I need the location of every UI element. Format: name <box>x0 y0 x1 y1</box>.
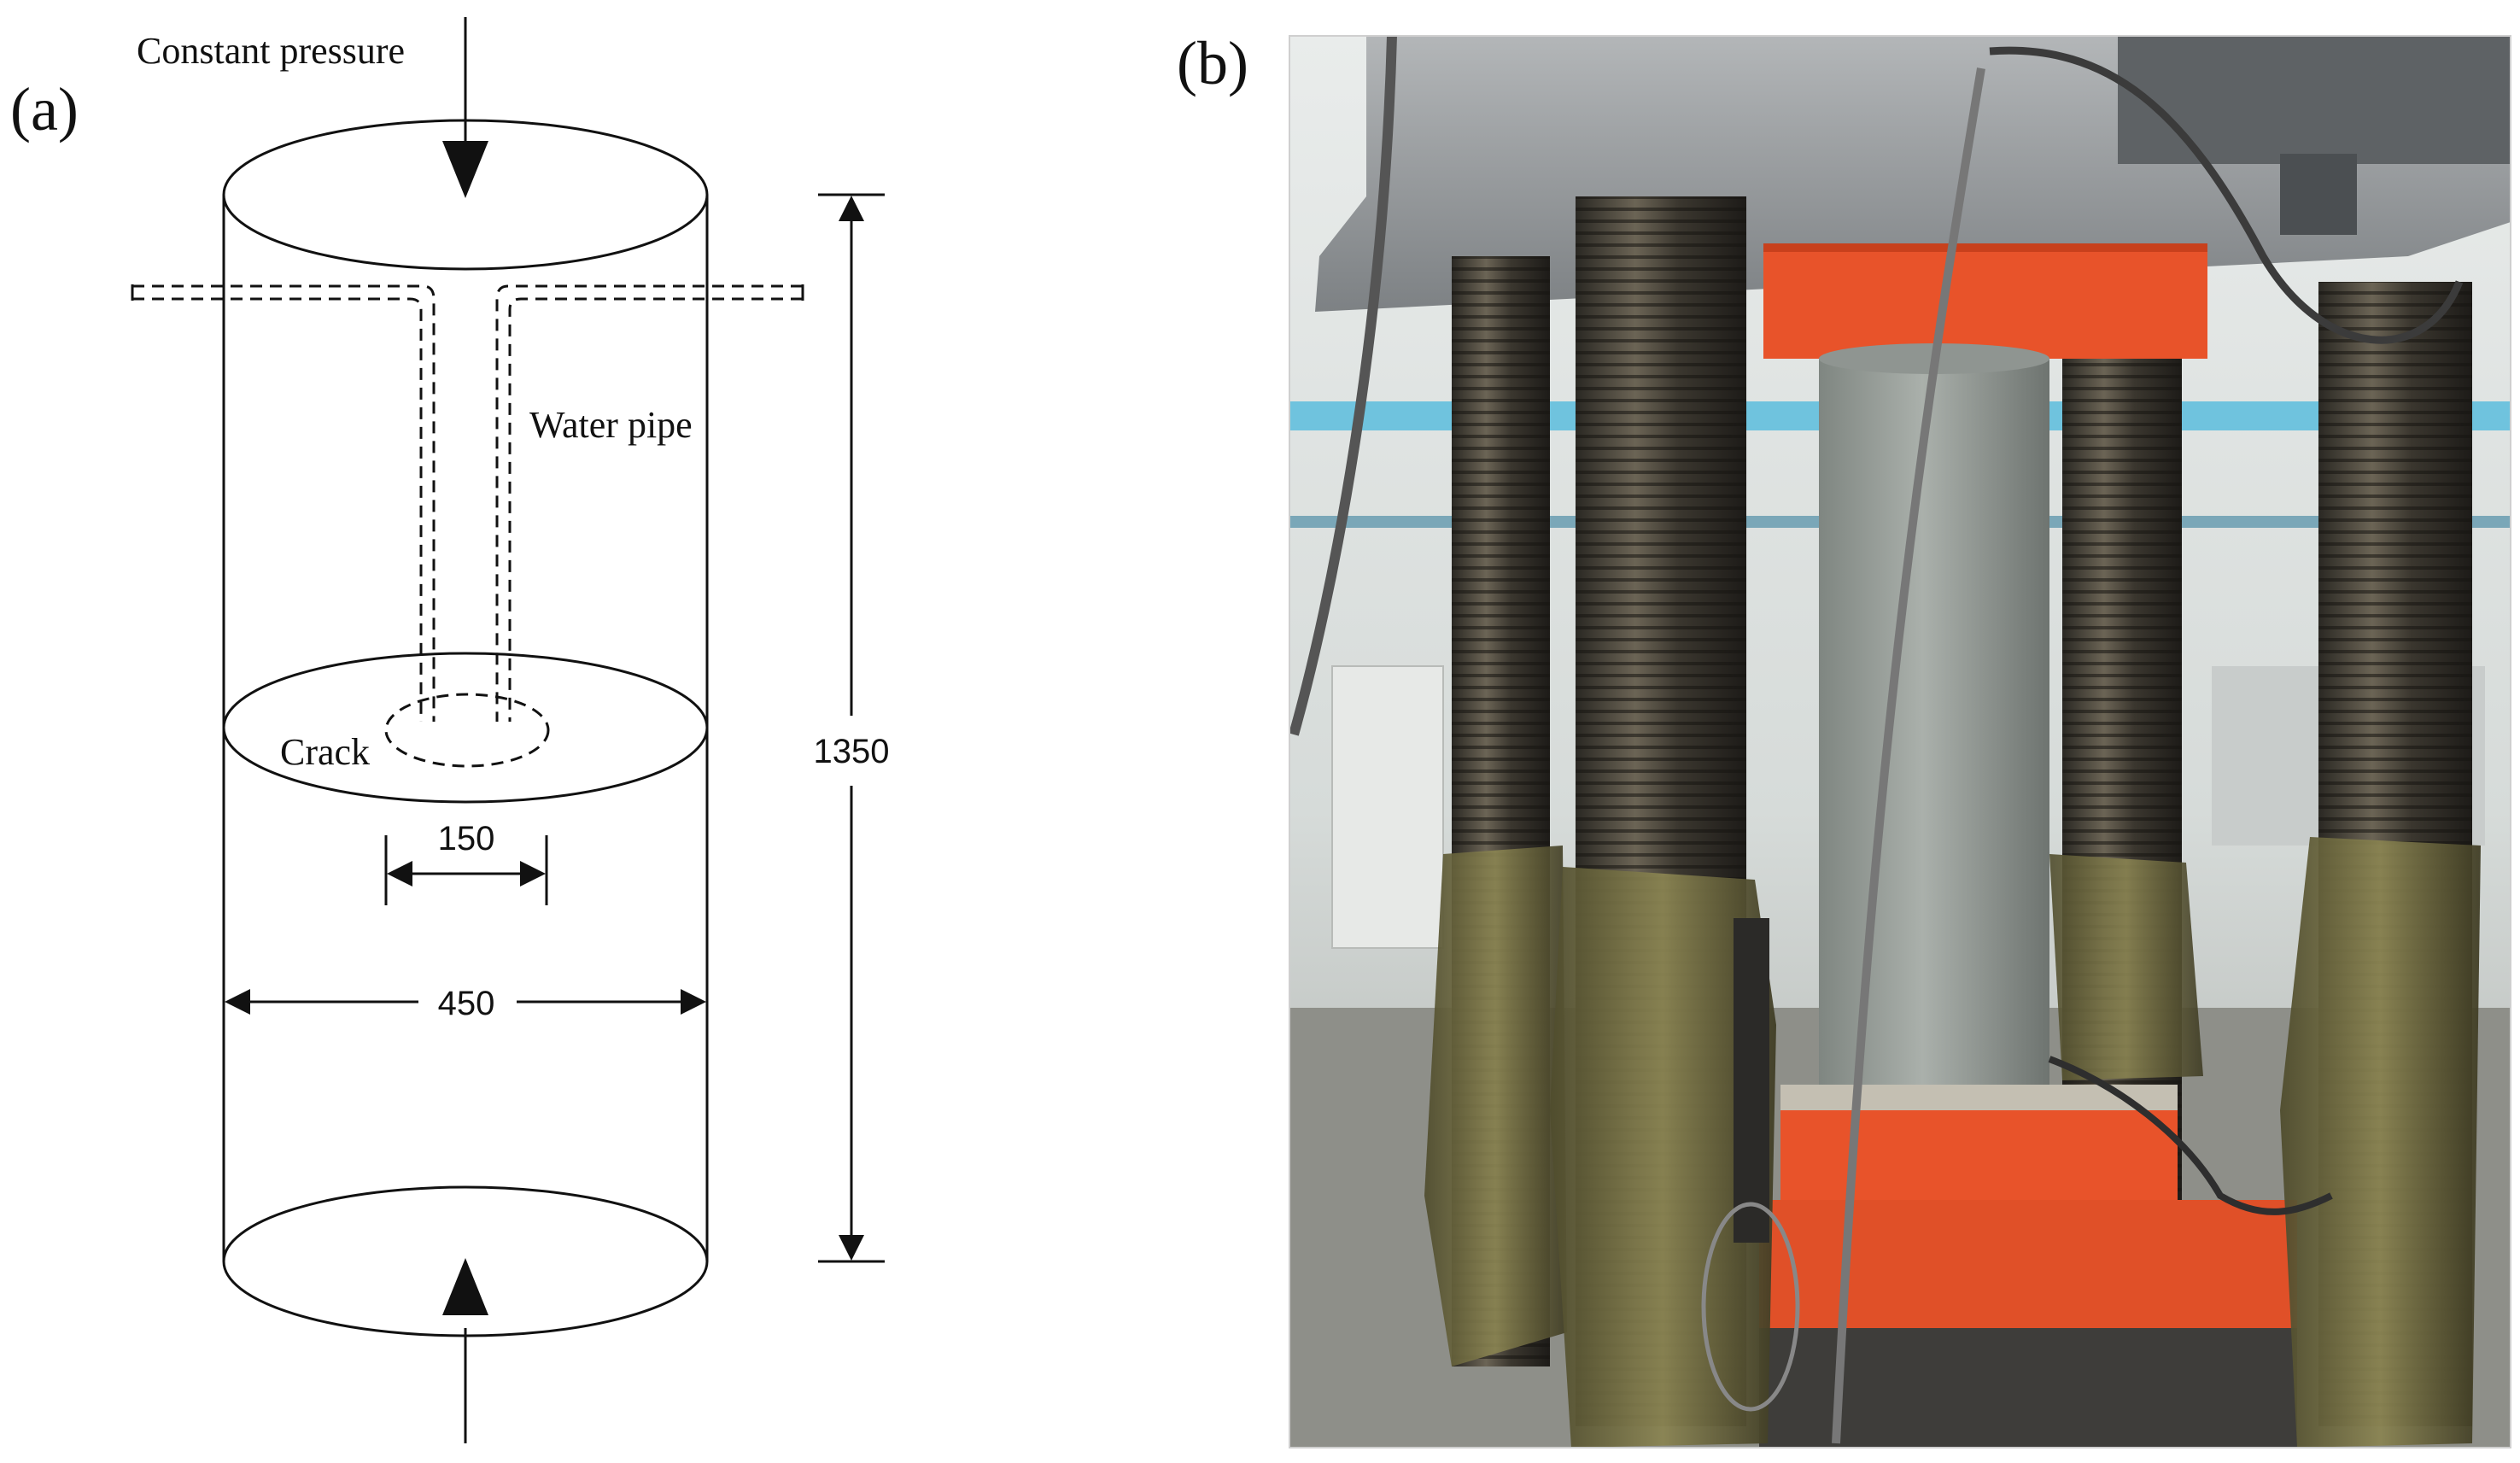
hydraulic-hose-left <box>1289 35 1397 736</box>
concrete-specimen <box>1819 359 2049 1093</box>
water-pipe-right-outer <box>495 284 803 722</box>
crack-label: Crack <box>280 731 370 773</box>
protective-wrap-right-front <box>2280 837 2481 1448</box>
height-dimension-value: 1350 <box>814 733 890 770</box>
bottom-load-arrowhead <box>442 1258 488 1315</box>
diameter-value: 450 <box>438 985 495 1022</box>
coiled-tubing <box>1701 1202 1800 1412</box>
water-pipe-left-inner <box>132 297 423 722</box>
panel-a: (a) Constant pressure Water pipe Crack <box>10 17 889 1443</box>
panel-a-label: (a) <box>10 75 79 143</box>
top-load-arrowhead <box>442 141 488 198</box>
water-pipe-connector <box>1734 918 1769 1243</box>
test-rig-photo <box>1289 35 2511 1448</box>
panel-b-label: (b) <box>1177 29 1248 97</box>
crack-ellipse <box>384 693 550 768</box>
hydraulic-hose-center <box>1832 67 1985 1444</box>
water-pipe-left-outer <box>132 284 436 722</box>
base-platen <box>1759 1200 2297 1328</box>
photo-frame <box>1289 35 2511 1448</box>
protective-wrap-left-front <box>1550 867 1776 1448</box>
pressure-hose-bottom <box>2048 1056 2333 1215</box>
panel-b: (b) <box>1177 29 2511 1448</box>
control-cable-right <box>1989 46 2464 344</box>
diameter-dimension: 450 <box>222 837 706 1033</box>
crack-width-value: 150 <box>438 820 495 857</box>
cylinder-specimen <box>222 119 709 1337</box>
protective-wrap-left-rear <box>1424 846 1567 1366</box>
top-loading-plate-edge <box>1763 243 2207 252</box>
white-cabinet <box>1331 665 1444 949</box>
water-pipe <box>131 284 804 722</box>
water-pipe-label: Water pipe <box>529 404 693 446</box>
protective-wrap-right-rear <box>2049 854 2203 1080</box>
constant-pressure-label: Constant pressure <box>137 30 405 72</box>
press-junction-box <box>2280 154 2357 235</box>
base-jack <box>1759 1328 2297 1448</box>
press-motor-housing <box>2118 36 2511 164</box>
bottom-loading-plate <box>1780 1093 2178 1200</box>
water-pipe-right-inner <box>508 297 803 722</box>
height-dimension: 1350 <box>814 193 890 1263</box>
top-loading-plate <box>1763 248 2207 359</box>
crack-width-dimension: 150 <box>384 820 548 905</box>
cylinder-mid-section-ellipse <box>222 652 709 804</box>
